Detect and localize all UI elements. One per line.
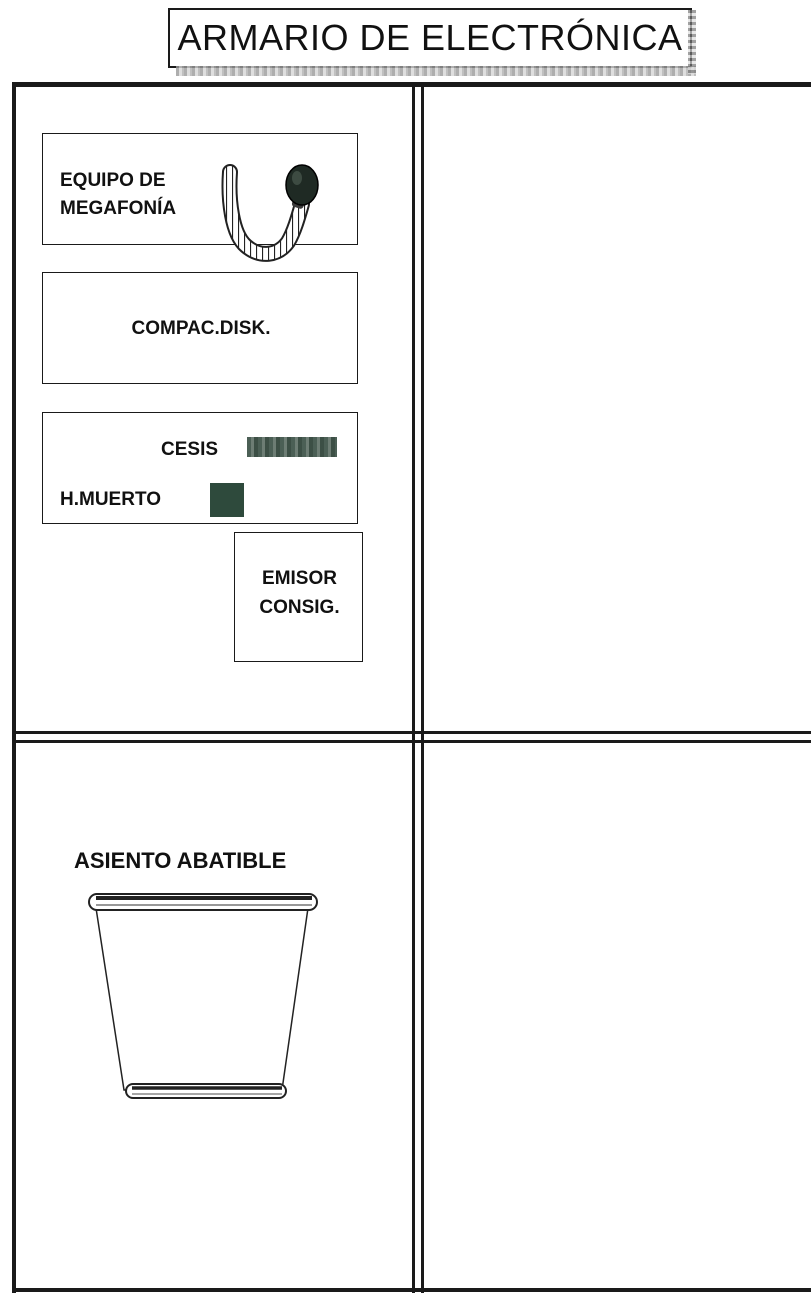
asiento-label: ASIENTO ABATIBLE bbox=[74, 848, 287, 873]
megafonia-panel: EQUIPO DE MEGAFONÍA bbox=[42, 133, 358, 245]
frame-bottom-line bbox=[12, 1288, 811, 1292]
megafonia-label-line1: EQUIPO DE bbox=[60, 170, 166, 191]
frame-center-line-a bbox=[412, 82, 415, 1293]
title-shadow bbox=[176, 66, 696, 76]
frame-middle-line-a bbox=[12, 731, 811, 734]
hmuerto-label: H.MUERTO bbox=[60, 489, 161, 510]
frame-top-line bbox=[12, 82, 811, 87]
compac-disk-label: COMPAC.DISK. bbox=[131, 318, 271, 339]
page-title: ARMARIO DE ELECTRÓNICA bbox=[168, 8, 692, 68]
cesis-panel: CESIS H.MUERTO bbox=[42, 412, 358, 524]
cesis-label: CESIS bbox=[161, 439, 219, 460]
hmuerto-indicator bbox=[210, 483, 244, 517]
emisor-label-line2: CONSIG. bbox=[259, 597, 340, 618]
emisor-label-line1: EMISOR bbox=[262, 568, 337, 589]
frame-left-line bbox=[12, 82, 16, 1293]
frame-center-line-b bbox=[421, 82, 424, 1293]
title-edge bbox=[688, 10, 696, 74]
folding-seat-icon bbox=[88, 893, 318, 1099]
compac-disk-panel: COMPAC.DISK. bbox=[42, 272, 358, 384]
cesis-indicator bbox=[247, 437, 337, 457]
frame-middle-line-b bbox=[12, 740, 811, 743]
megafonia-label-line2: MEGAFONÍA bbox=[60, 198, 177, 219]
microphone-icon bbox=[221, 164, 319, 262]
emisor-panel: EMISOR CONSIG. bbox=[234, 532, 363, 662]
